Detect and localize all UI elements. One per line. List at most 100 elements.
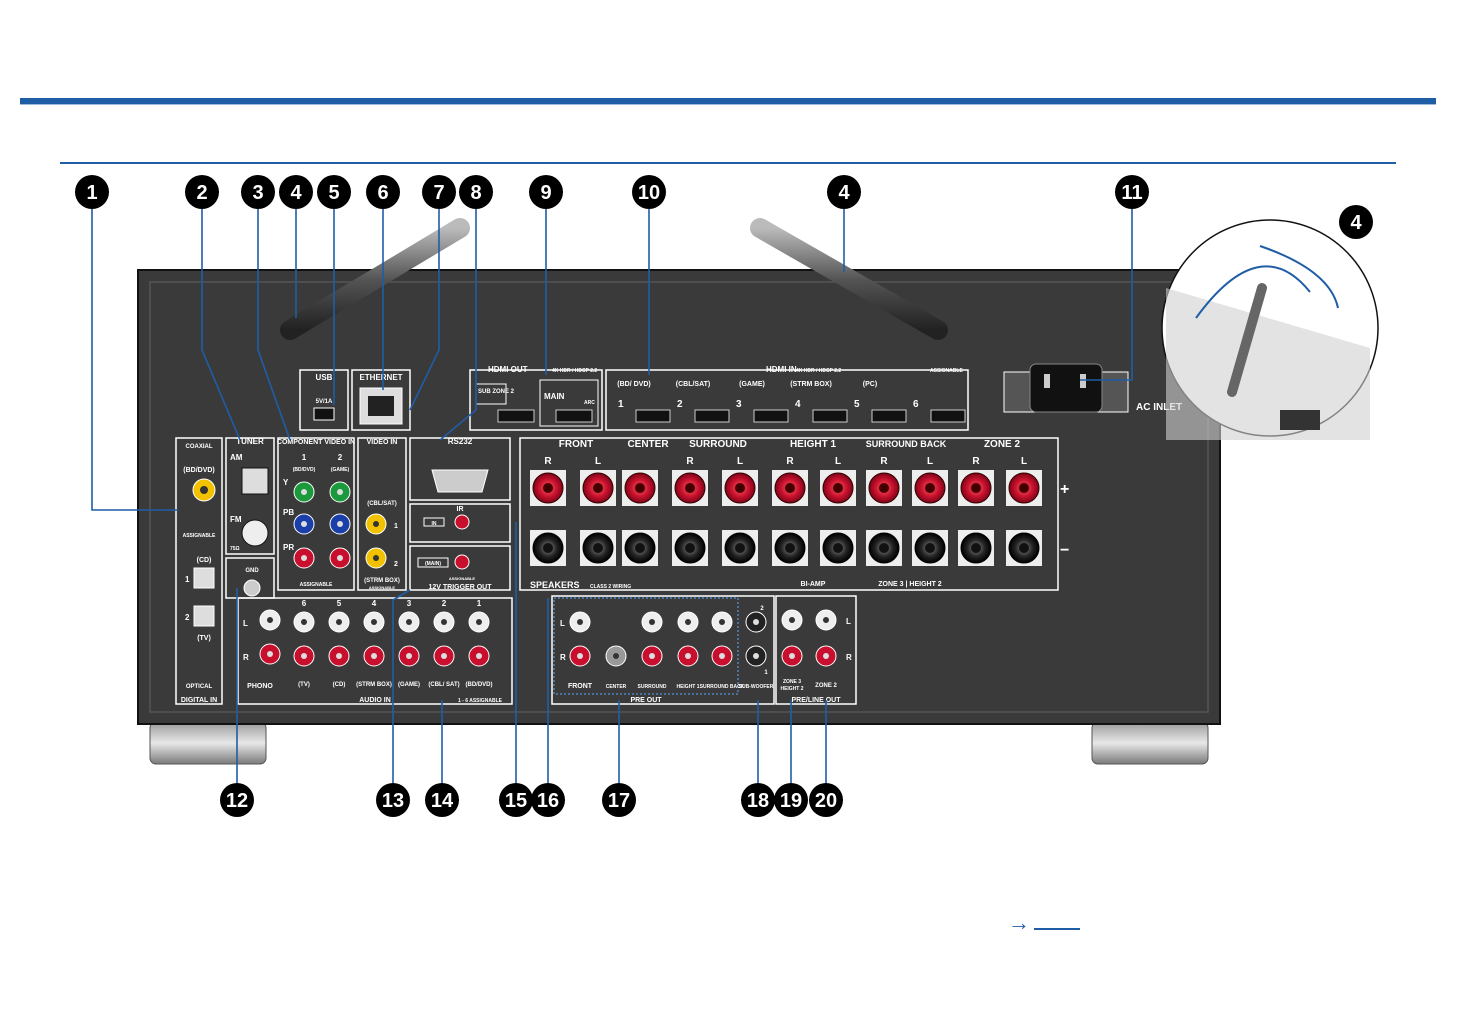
reference-link[interactable] [1034, 918, 1080, 931]
svg-text:PHONO: PHONO [247, 683, 273, 690]
svg-text:(TV): (TV) [298, 682, 310, 688]
svg-text:2: 2 [442, 599, 447, 608]
svg-text:1: 1 [185, 575, 190, 584]
svg-text:ARC: ARC [584, 400, 595, 406]
svg-text:MAIN: MAIN [544, 392, 565, 401]
svg-text:HDMI OUT: HDMI OUT [488, 365, 528, 374]
svg-text:1: 1 [302, 453, 307, 462]
svg-text:2: 2 [760, 606, 764, 612]
svg-text:AUDIO IN: AUDIO IN [359, 697, 391, 704]
svg-text:10: 10 [638, 182, 660, 204]
svg-text:8: 8 [470, 182, 481, 204]
svg-text:VIDEO IN: VIDEO IN [367, 439, 398, 446]
svg-text:1 - 6 ASSIGNABLE: 1 - 6 ASSIGNABLE [458, 698, 503, 704]
callout-18: 16 [531, 783, 565, 817]
svg-text:PRE/LINE OUT: PRE/LINE OUT [791, 697, 841, 704]
svg-text:CENTER: CENTER [606, 684, 627, 690]
svg-text:7: 7 [433, 182, 444, 204]
svg-text:1: 1 [764, 670, 768, 676]
svg-text:2: 2 [185, 613, 190, 622]
svg-text:5: 5 [854, 399, 860, 410]
svg-text:SURROUND BACK: SURROUND BACK [700, 684, 745, 690]
callout-8: 8 [459, 175, 493, 209]
svg-text:IN: IN [432, 521, 437, 527]
svg-text:4: 4 [290, 182, 302, 204]
svg-text:USB: USB [316, 373, 333, 382]
svg-text:ASSIGNABLE: ASSIGNABLE [183, 533, 216, 539]
rs232: RS232 [409, 437, 511, 501]
svg-text:R: R [243, 653, 249, 662]
svg-text:SUB-WOOFER: SUB-WOOFER [739, 684, 774, 690]
svg-text:+: + [1060, 481, 1069, 498]
svg-text:COMPONENT VIDEO IN: COMPONENT VIDEO IN [277, 439, 355, 446]
svg-text:L: L [243, 619, 248, 628]
svg-text:ASSIGNABLE: ASSIGNABLE [449, 576, 476, 581]
section-rule [60, 162, 1396, 164]
svg-text:14: 14 [431, 790, 454, 812]
svg-text:OPTICAL: OPTICAL [186, 684, 213, 690]
svg-text:FM: FM [230, 515, 242, 524]
svg-text:ASSIGNABLE: ASSIGNABLE [930, 368, 963, 374]
usb-port: USB 5V/1A [299, 369, 349, 431]
svg-text:(CBL/SAT): (CBL/SAT) [367, 501, 397, 507]
component-video-in: COMPONENT VIDEO IN 1 2 (BD/DVD) (GAME) Y… [277, 437, 355, 591]
callout-21: 19 [774, 783, 808, 817]
svg-text:1: 1 [618, 399, 624, 410]
svg-text:ASSIGNABLE: ASSIGNABLE [300, 582, 333, 588]
svg-text:DIGITAL IN: DIGITAL IN [181, 697, 217, 704]
svg-text:R: R [686, 456, 694, 467]
svg-text:16: 16 [537, 790, 559, 812]
svg-text:L: L [927, 456, 933, 467]
svg-text:ASSIGNABLE: ASSIGNABLE [369, 585, 396, 590]
header-rule [20, 98, 1436, 105]
svg-text:SURROUND BACK: SURROUND BACK [866, 439, 947, 449]
svg-text:PRE OUT: PRE OUT [630, 697, 662, 704]
antenna-rotation-inset [1161, 219, 1379, 440]
svg-text:6: 6 [913, 399, 919, 410]
foot-right [1091, 721, 1209, 765]
svg-text:4K HDR / HDCP 2.2: 4K HDR / HDCP 2.2 [552, 368, 597, 374]
svg-text:ZONE 2: ZONE 2 [984, 439, 1021, 450]
callout-19: 17 [602, 783, 636, 817]
svg-text:2: 2 [338, 453, 343, 462]
audio-in: L R PHONO 6(TV)5(CD)4(STRM BOX)3(GAME)2(… [237, 597, 513, 705]
svg-text:R: R [544, 456, 552, 467]
trigger-out: (MAIN) ASSIGNABLE 12V TRIGGER OUT [409, 545, 511, 591]
svg-text:SURROUND: SURROUND [638, 684, 667, 690]
svg-text:18: 18 [747, 790, 769, 812]
svg-text:5V/1A: 5V/1A [316, 399, 333, 405]
svg-text:19: 19 [780, 790, 802, 812]
svg-text:2: 2 [677, 399, 683, 410]
video-in: VIDEO IN (CBL/SAT) 1 2 (STRM BOX) ASSIGN… [357, 437, 407, 591]
svg-text:12V TRIGGER OUT: 12V TRIGGER OUT [428, 584, 492, 591]
callout-22: 20 [809, 783, 843, 817]
svg-text:HDMI IN: HDMI IN [766, 365, 797, 374]
svg-text:5: 5 [328, 182, 339, 204]
callout-3: 3 [241, 175, 275, 209]
svg-text:ZONE 3 | HEIGHT 2: ZONE 3 | HEIGHT 2 [878, 581, 942, 588]
svg-text:R: R [560, 653, 566, 662]
svg-text:(CD): (CD) [197, 557, 212, 564]
svg-text:(BD/DVD): (BD/DVD) [293, 467, 316, 473]
svg-text:L: L [595, 456, 601, 467]
callout-14: 12 [220, 783, 254, 817]
ethernet-port: ETHERNET [351, 369, 411, 431]
svg-text:75Ω: 75Ω [230, 546, 240, 552]
svg-text:GND: GND [245, 568, 259, 574]
speaker-terminals: FRONT CENTER SURROUND HEIGHT 1 SURROUND … [519, 437, 1069, 591]
svg-text:CLASS 2 WIRING: CLASS 2 WIRING [590, 584, 631, 590]
hdmi-in: HDMI IN 4K HDR / HDCP 2.2 ASSIGNABLE (BD… [605, 365, 969, 431]
svg-text:ZONE 3: ZONE 3 [783, 679, 801, 685]
callout-20: 18 [741, 783, 775, 817]
svg-text:FRONT: FRONT [568, 683, 593, 690]
svg-text:HEIGHT 1: HEIGHT 1 [676, 684, 699, 690]
svg-text:HEIGHT 2: HEIGHT 2 [780, 686, 803, 692]
svg-text:AC INLET: AC INLET [1136, 402, 1182, 413]
svg-text:(STRM BOX): (STRM BOX) [356, 682, 392, 688]
svg-text:L: L [560, 619, 565, 628]
svg-text:6: 6 [377, 182, 388, 204]
svg-text:17: 17 [608, 790, 630, 812]
